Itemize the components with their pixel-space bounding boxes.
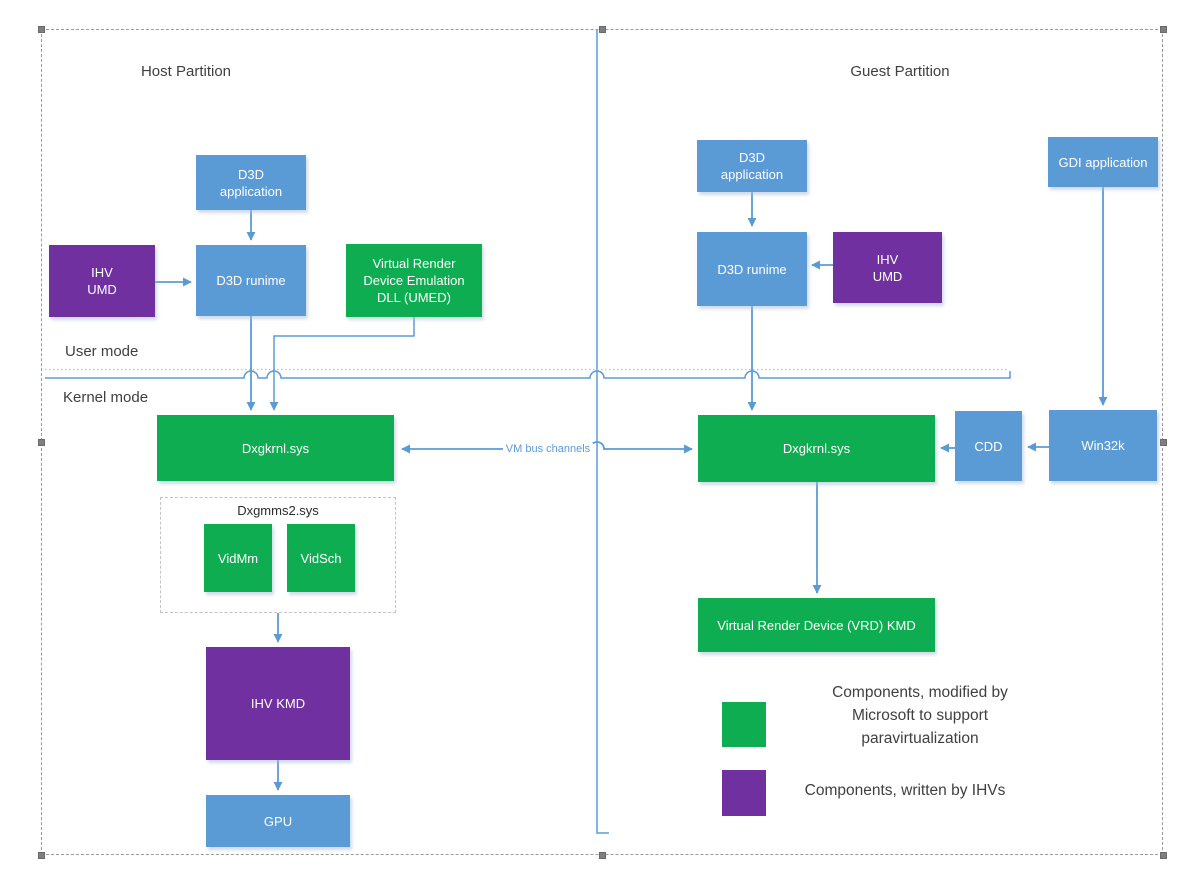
legend-purple-swatch	[722, 770, 766, 816]
selection-handle-mid-right[interactable]	[1160, 439, 1167, 446]
legend-purple-label: Components, written by IHVs	[804, 782, 1006, 799]
mode-boundary-line	[45, 370, 1011, 379]
selection-handle-top-center[interactable]	[599, 26, 606, 33]
node-cdd: CDD	[955, 411, 1022, 481]
node-guest-ihv-umd: IHV UMD	[833, 232, 942, 303]
selection-handle-mid-left[interactable]	[38, 439, 45, 446]
selection-handle-bottom-right[interactable]	[1160, 852, 1167, 859]
dxgmms2-group-box	[160, 497, 396, 613]
host-partition-title: Host Partition	[140, 63, 232, 80]
node-win32k: Win32k	[1049, 410, 1157, 481]
node-vidsch: VidSch	[287, 524, 355, 592]
selection-handle-top-left[interactable]	[38, 26, 45, 33]
node-vrd-kmd: Virtual Render Device (VRD) KMD	[698, 598, 935, 652]
node-host-dxgkrnl: Dxgkrnl.sys	[157, 415, 394, 481]
node-gdi-application: GDI application	[1048, 137, 1158, 187]
legend-green-label: Components, modified by Microsoft to sup…	[832, 684, 1008, 747]
node-vidmm: VidMm	[204, 524, 272, 592]
selection-handle-top-right[interactable]	[1160, 26, 1167, 33]
partition-divider-line	[596, 30, 609, 834]
node-guest-d3d-application: D3D application	[697, 140, 807, 192]
user-mode-label: User mode	[65, 343, 139, 360]
vm-bus-channels-label: VM bus channels	[503, 443, 593, 456]
selection-handle-bottom-left[interactable]	[38, 852, 45, 859]
node-host-d3d-runtime: D3D runime	[196, 245, 306, 316]
dxgmms2-label: Dxgmms2.sys	[237, 503, 319, 518]
guest-partition-title: Guest Partition	[850, 63, 950, 80]
selection-handle-bottom-center[interactable]	[599, 852, 606, 859]
node-gpu: GPU	[206, 795, 350, 847]
node-guest-d3d-runtime: D3D runime	[697, 232, 807, 306]
kernel-mode-label: Kernel mode	[63, 389, 149, 406]
arrow-umed-to-dxgkrnl	[269, 317, 415, 411]
node-ihv-kmd: IHV KMD	[206, 647, 350, 760]
node-host-d3d-application: D3D application	[196, 155, 306, 210]
legend-green-swatch	[722, 702, 766, 747]
node-guest-dxgkrnl: Dxgkrnl.sys	[698, 415, 935, 482]
node-umed-dll: Virtual Render Device Emulation DLL (UME…	[346, 244, 482, 317]
node-host-ihv-umd: IHV UMD	[49, 245, 155, 317]
